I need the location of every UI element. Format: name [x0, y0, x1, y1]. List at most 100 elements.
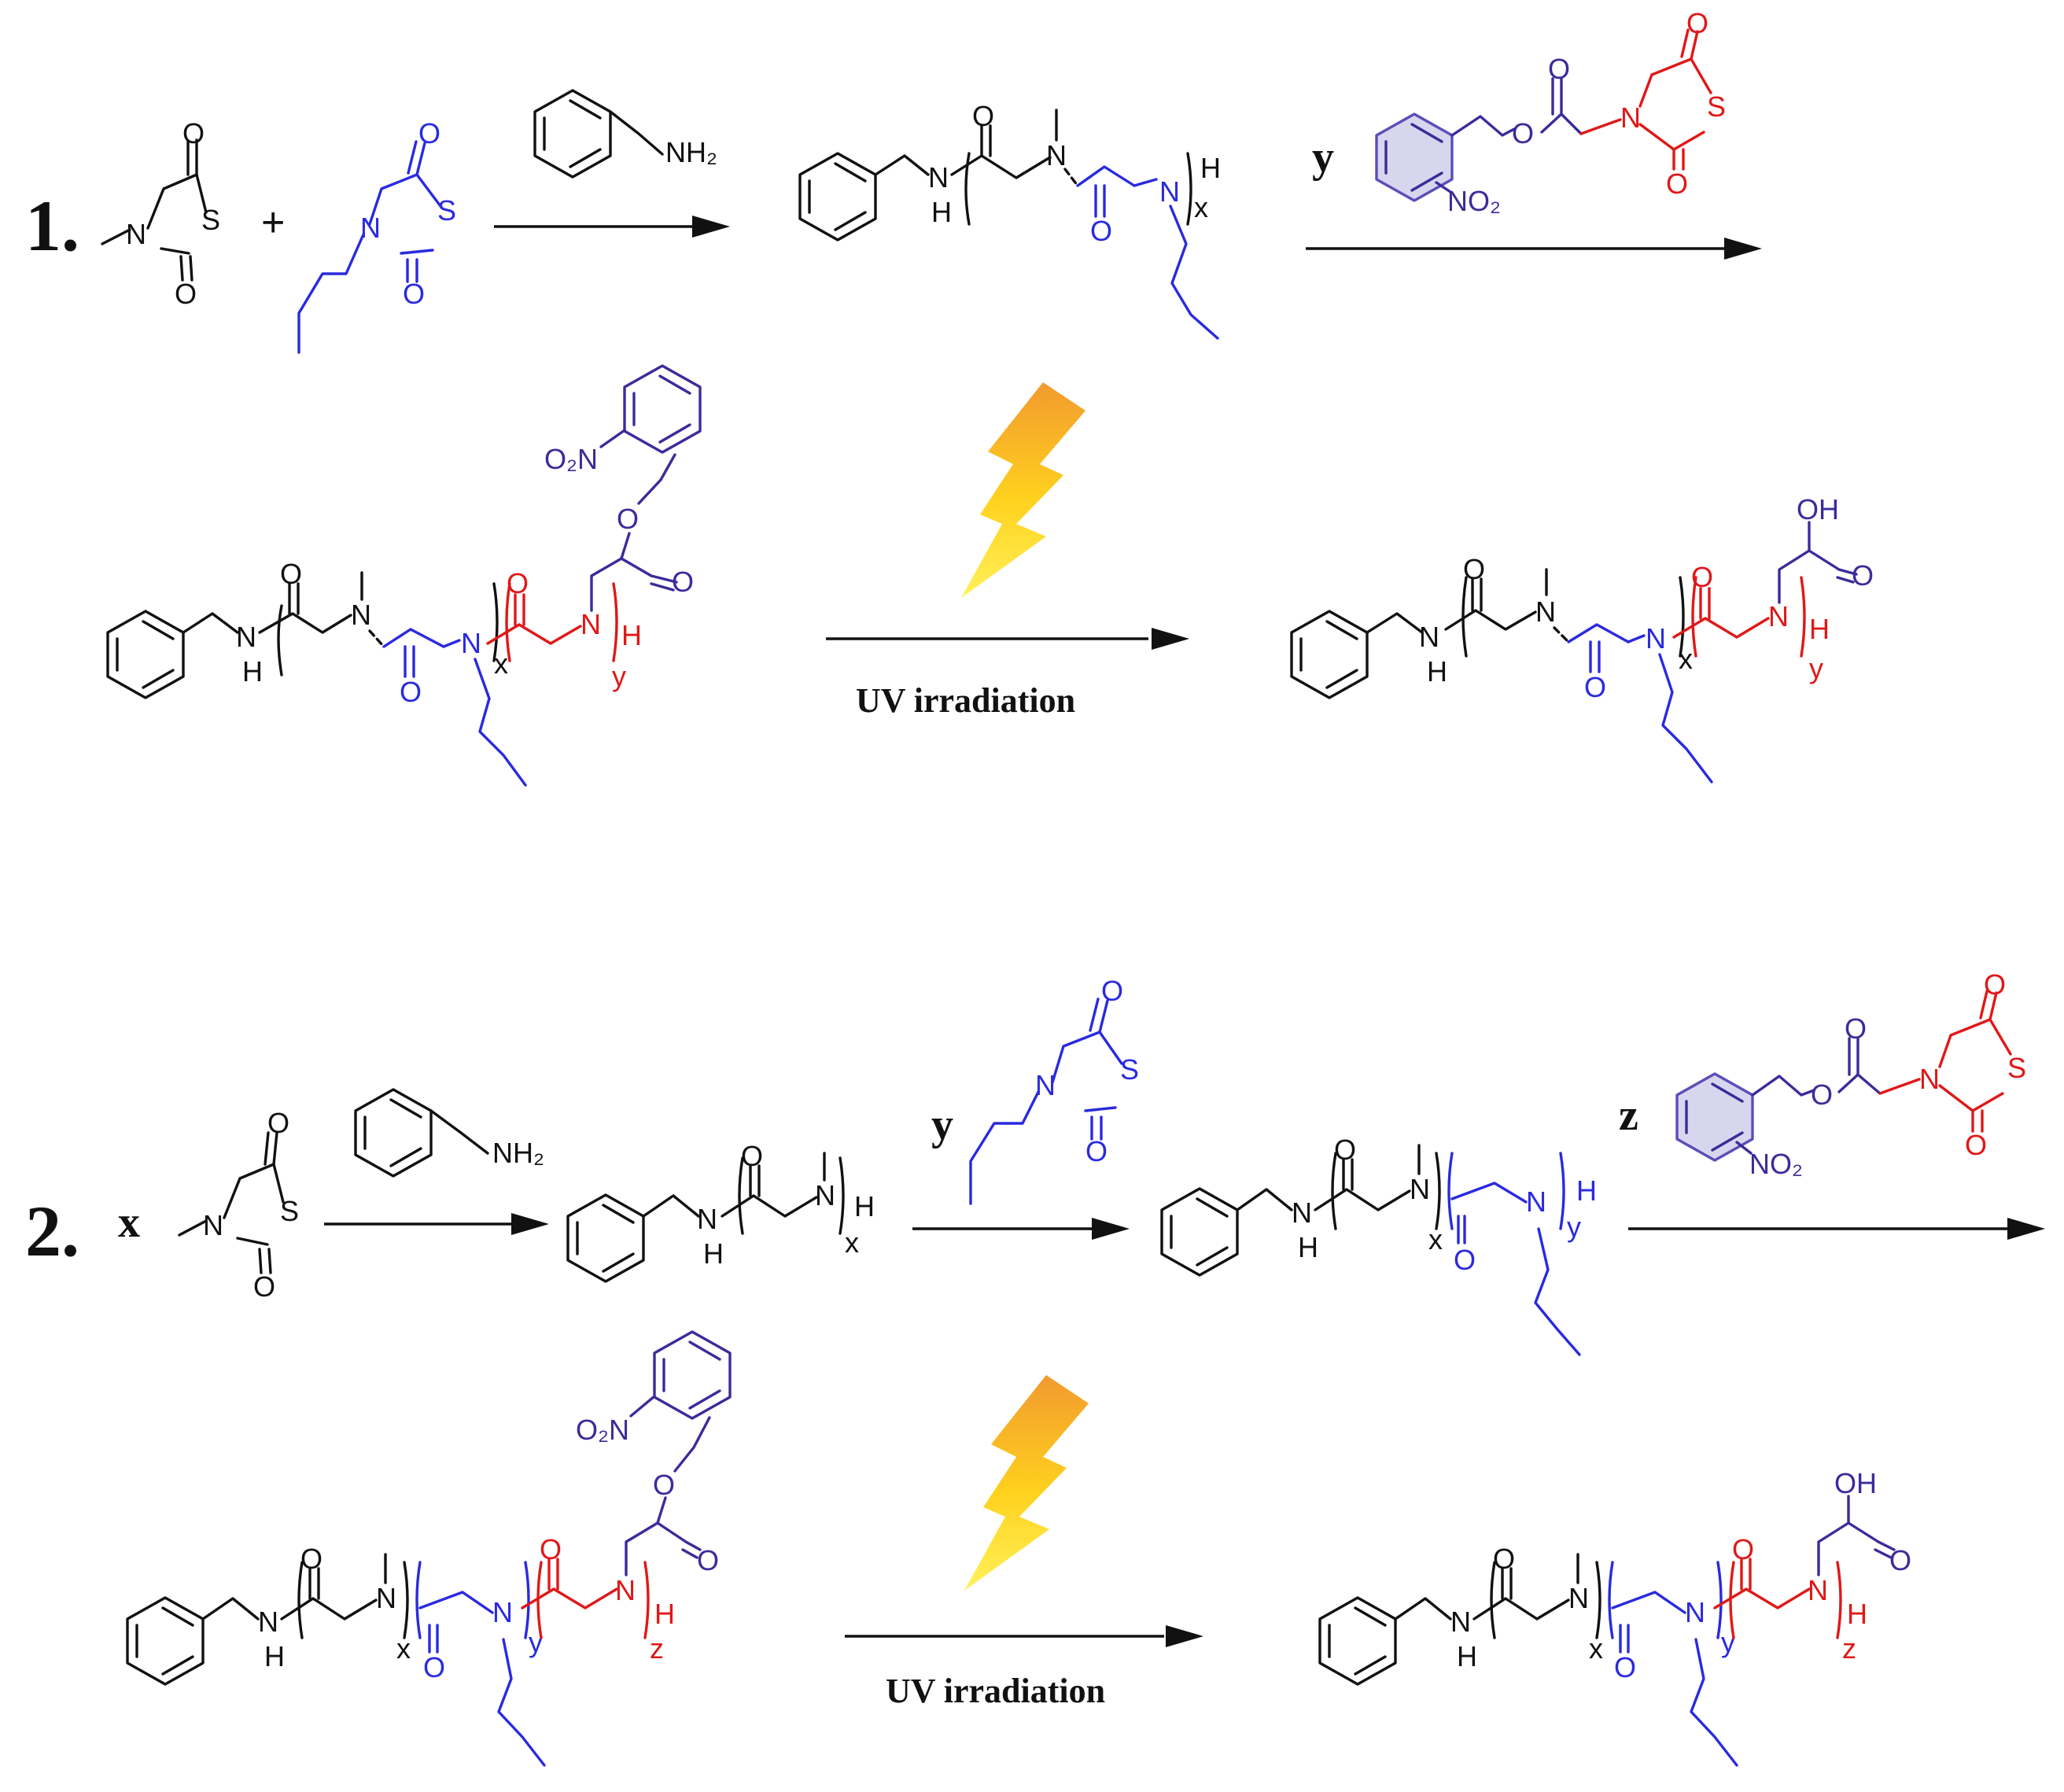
atom-o: O: [1463, 553, 1485, 585]
subscript-x: x: [1428, 1223, 1443, 1256]
atom-n: N: [1620, 101, 1641, 134]
protected-block-copolymer: N H O N O N x O N H y: [106, 364, 702, 787]
atom-s: S: [437, 194, 456, 227]
atom-o: O: [972, 100, 994, 132]
atom-o: O: [182, 117, 205, 149]
atom-o: O: [253, 1270, 275, 1303]
atom-o: O: [1984, 968, 2006, 1001]
atom-s: S: [1120, 1053, 1139, 1086]
atom-n: N: [1685, 1596, 1705, 1628]
atom-n: N: [1808, 1574, 1828, 1606]
atom-o: O: [653, 1469, 675, 1501]
atom-n: N: [1410, 1173, 1430, 1205]
atom-no2: NO₂: [1447, 185, 1501, 217]
atom-o: O: [1732, 1533, 1754, 1565]
uv-irradiation-label: UV irradiation: [886, 1672, 1105, 1710]
atom-o: O: [1889, 1544, 1911, 1576]
protected-triblock-copolymer: N H O N x O N y O N H: [126, 1330, 732, 1767]
atom-s: S: [2007, 1052, 2026, 1084]
atom-n: N: [126, 218, 146, 250]
atom-o: O: [1090, 215, 1112, 247]
polysarcosine-product: N H O N H x: [566, 1140, 875, 1283]
benzylamine-reagent: NH₂: [354, 1088, 544, 1178]
atom-o: O: [403, 278, 425, 310]
atom-n: N: [1046, 139, 1067, 171]
atom-o: O: [1965, 1129, 1987, 1161]
atom-n: N: [461, 627, 481, 659]
subscript-x: x: [1589, 1632, 1603, 1665]
subscript-z: z: [1842, 1632, 1856, 1665]
atom-n: N: [1035, 1069, 1056, 1101]
subscript-y: y: [1809, 652, 1823, 684]
atom-nh: N: [236, 621, 256, 653]
atom-o: O: [1334, 1134, 1356, 1166]
atom-h: H: [654, 1598, 675, 1630]
atom-h: H: [1576, 1174, 1597, 1207]
atom-h: H: [1457, 1640, 1477, 1672]
atom-nh: N: [1450, 1606, 1471, 1638]
subscript-x: x: [845, 1226, 859, 1259]
diblock-product: N H O N x O N H y: [1160, 1134, 1597, 1356]
lightning-bolt-icon: [961, 382, 1085, 598]
subscript-z: z: [650, 1632, 664, 1665]
plus-sign: +: [261, 200, 285, 245]
subscript-x: x: [1679, 643, 1693, 675]
atom-n: N: [360, 212, 381, 244]
atom-no2: NO₂: [1749, 1148, 1803, 1180]
atom-n: N: [615, 1574, 636, 1606]
atom-o: O: [1454, 1244, 1476, 1276]
step-1-number: 1.: [25, 186, 79, 266]
atom-n: N: [351, 599, 371, 631]
atom-h: H: [242, 655, 263, 688]
atom-h: H: [1200, 152, 1221, 184]
atom-s: S: [201, 204, 220, 236]
atom-n: N: [1568, 1582, 1589, 1614]
atom-o: O: [1512, 117, 1534, 149]
atom-o: O: [280, 558, 302, 590]
butyl-nta-reagent: y N S O O: [931, 975, 1139, 1205]
atom-o: O: [1548, 53, 1570, 85]
atom-n: N: [1646, 622, 1666, 654]
atom-n: N: [1919, 1063, 1940, 1095]
atom-nh: N: [1419, 621, 1439, 653]
lightning-bolt-icon: [964, 1375, 1089, 1591]
atom-n: N: [1526, 1185, 1546, 1218]
atom-o: O: [1852, 559, 1874, 592]
atom-n: N: [580, 608, 601, 640]
atom-o: O: [540, 1533, 562, 1565]
atom-o: O: [175, 278, 197, 310]
atom-h: H: [931, 196, 952, 228]
uv-irradiation-label: UV irradiation: [856, 681, 1075, 720]
coefficient-y: y: [1312, 133, 1334, 182]
atom-oh: OH: [1834, 1467, 1877, 1499]
atom-h: H: [1809, 613, 1830, 645]
atom-nh: N: [697, 1203, 717, 1235]
atom-nh2: NH₂: [492, 1137, 544, 1169]
atom-o: O: [1811, 1079, 1833, 1111]
subscript-y: y: [529, 1626, 543, 1658]
atom-o: O: [1614, 1651, 1636, 1683]
sarcosine-nta-monomer: N S O O: [101, 117, 220, 310]
subscript-y: y: [1567, 1211, 1581, 1243]
atom-o: O: [1686, 7, 1708, 39]
atom-h: H: [1427, 655, 1447, 688]
nitrobenzyl-nta-reagent: z O O N O S O NO₂: [1619, 968, 2026, 1180]
atom-n: N: [1159, 175, 1180, 208]
atom-nh: N: [928, 161, 949, 194]
atom-o: O: [1584, 671, 1606, 703]
atom-h: H: [854, 1190, 875, 1222]
atom-n: N: [1768, 600, 1789, 632]
atom-o: O: [1666, 168, 1688, 200]
subscript-x: x: [494, 647, 508, 680]
atom-o: O: [418, 117, 440, 149]
coefficient-x: x: [118, 1198, 140, 1247]
atom-o2n: O₂N: [544, 443, 598, 475]
atom-o2n: O₂N: [576, 1414, 629, 1446]
atom-h: H: [264, 1640, 285, 1672]
deprotected-triblock-copolymer: N H O N x O N y O N H: [1318, 1467, 1911, 1767]
atom-o: O: [1845, 1012, 1867, 1045]
atom-h: H: [703, 1237, 724, 1270]
atom-nh: N: [258, 1606, 278, 1638]
atom-o: O: [1493, 1543, 1515, 1575]
atom-h: H: [621, 619, 642, 651]
